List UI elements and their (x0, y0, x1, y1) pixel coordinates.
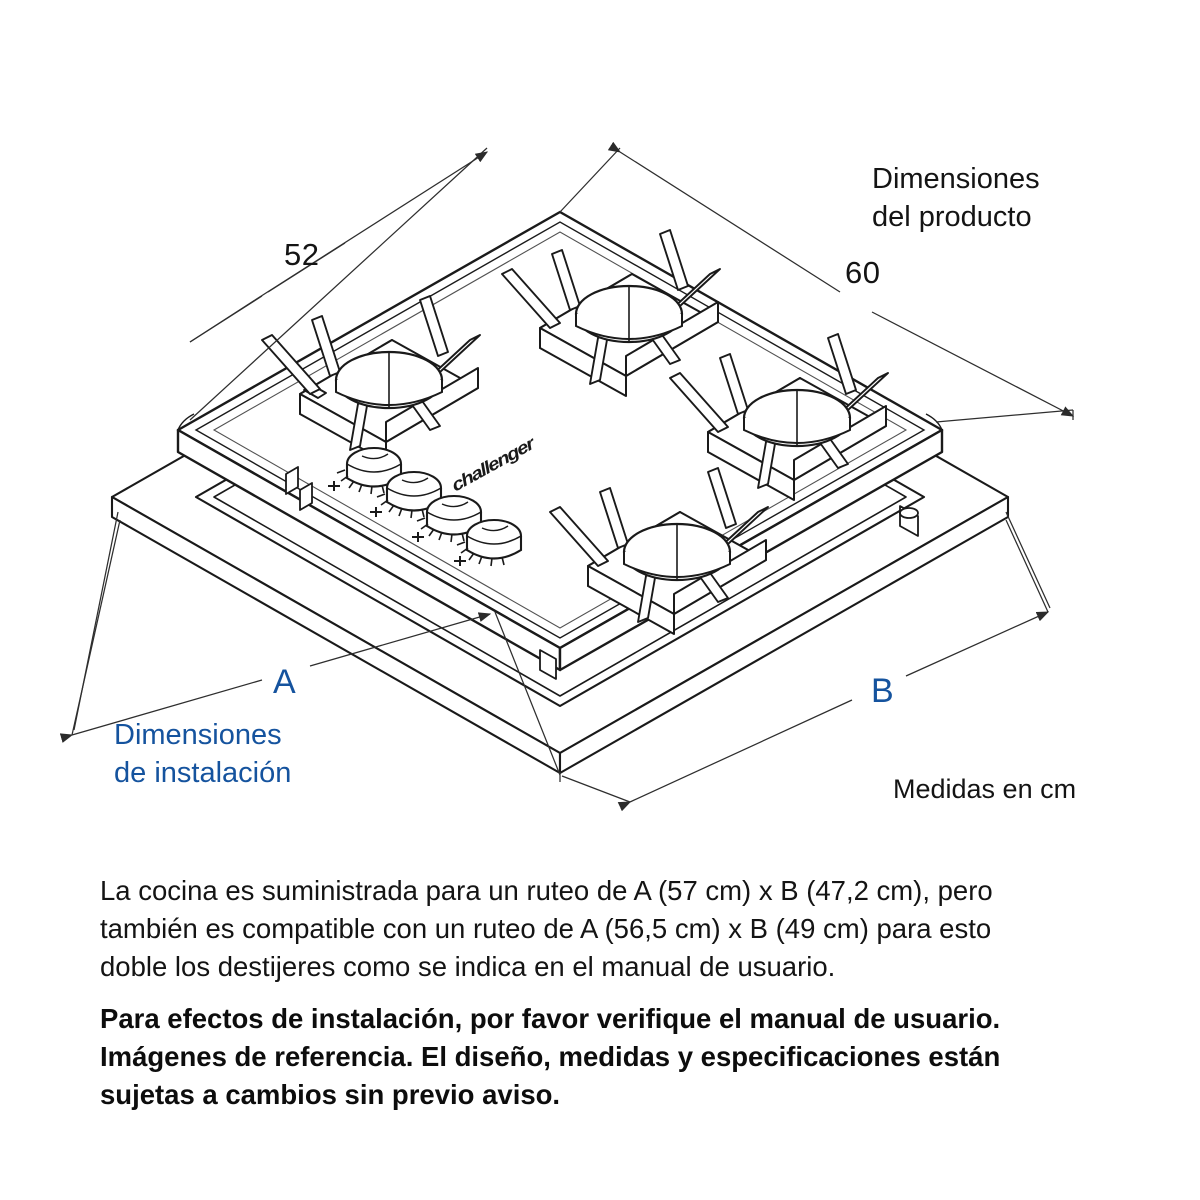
knob-3-flame-icon (412, 532, 424, 542)
knob-1-flame-icon (328, 481, 340, 491)
mounting-clip-right-cap (899, 507, 919, 519)
knob-4-graduations (456, 541, 505, 567)
grate-arm-a (261, 334, 321, 395)
guide-inst-left (73, 511, 119, 731)
dim-line-52-tail (189, 295, 263, 343)
knob-3-graduations (416, 517, 465, 543)
ext-line-product-left (189, 147, 488, 421)
installation-dimensions-title-line2: de instalación (114, 757, 292, 789)
burner-rear-right (501, 229, 721, 397)
dimension-label-width-60: 60 (845, 255, 881, 290)
ext-line-product-mid (559, 147, 621, 213)
body-paragraph: La cocina es suministrada para un ruteo … (100, 872, 1135, 986)
dim-line-60-a (607, 141, 841, 293)
knob-2-graduations (376, 493, 425, 519)
ext-line-product-right (935, 409, 1074, 423)
dimension-label-depth-52: 52 (284, 237, 320, 272)
mounting-clips (285, 466, 919, 680)
cooktop-panel (176, 210, 944, 672)
mounting-clip-left (299, 482, 313, 511)
product-dimensions-title: Dimensiones del producto (872, 160, 1040, 236)
dimension-lines-installation (59, 511, 1051, 812)
units-note: Medidas en cm (893, 774, 1077, 804)
dim-line-A-b (309, 612, 492, 667)
notice-line-3: sujetas a cambios sin previo aviso. (100, 1079, 561, 1110)
body-line-2: también es compatible con un ruteo de A … (100, 913, 992, 944)
dim-line-52-tick (267, 242, 346, 293)
installation-dimensions-title: Dimensiones de instalación (114, 716, 291, 792)
guide-inst-right (1005, 511, 1051, 609)
cooktop-isometric-drawing: challenger (59, 141, 1075, 812)
dim-line-A-a (59, 679, 263, 743)
burner-cap (334, 350, 444, 410)
ext-line-A-right (494, 611, 561, 776)
knob-2-flame-icon (370, 507, 382, 517)
burner-rear-left (261, 295, 481, 463)
control-knobs[interactable] (328, 446, 523, 567)
product-dimensions-title-line1: Dimensiones (872, 163, 1040, 195)
control-knob-4[interactable] (454, 518, 523, 567)
burner-cap (574, 284, 684, 344)
notice-paragraph: Para efectos de instalación, por favor v… (100, 1000, 1135, 1114)
mounting-clip-left-2 (285, 466, 299, 495)
body-line-3: doble los destijeres como se indica en e… (100, 951, 836, 982)
burner-front-right (669, 333, 889, 501)
knob-1-graduations (336, 469, 385, 495)
dimension-label-A: A (273, 663, 296, 701)
notice-line-1: Para efectos de instalación, por favor v… (100, 1003, 1001, 1034)
notice-line-2: Imágenes de referencia. El diseño, medid… (100, 1041, 1001, 1072)
burner-cap (742, 388, 852, 448)
burner-cap (622, 522, 732, 582)
control-knob-1[interactable] (328, 446, 403, 495)
body-line-1: La cocina es suministrada para un ruteo … (100, 875, 993, 906)
installation-dimensions-title-line1: Dimensiones (114, 719, 282, 751)
dim-line-60-b (871, 311, 1075, 417)
dimension-label-B: B (871, 672, 894, 710)
mounting-clip-front (539, 649, 557, 680)
dim-line-B-b (905, 611, 1050, 677)
dim-line-B-a (617, 699, 853, 812)
ext-line-B-right (1005, 519, 1049, 613)
knob-4-flame-icon (454, 556, 466, 566)
ext-line-B-left (561, 775, 631, 803)
burner-front-left (549, 467, 769, 635)
product-dimensions-title-line2: del producto (872, 201, 1032, 233)
dimension-lines-product (189, 141, 1075, 423)
